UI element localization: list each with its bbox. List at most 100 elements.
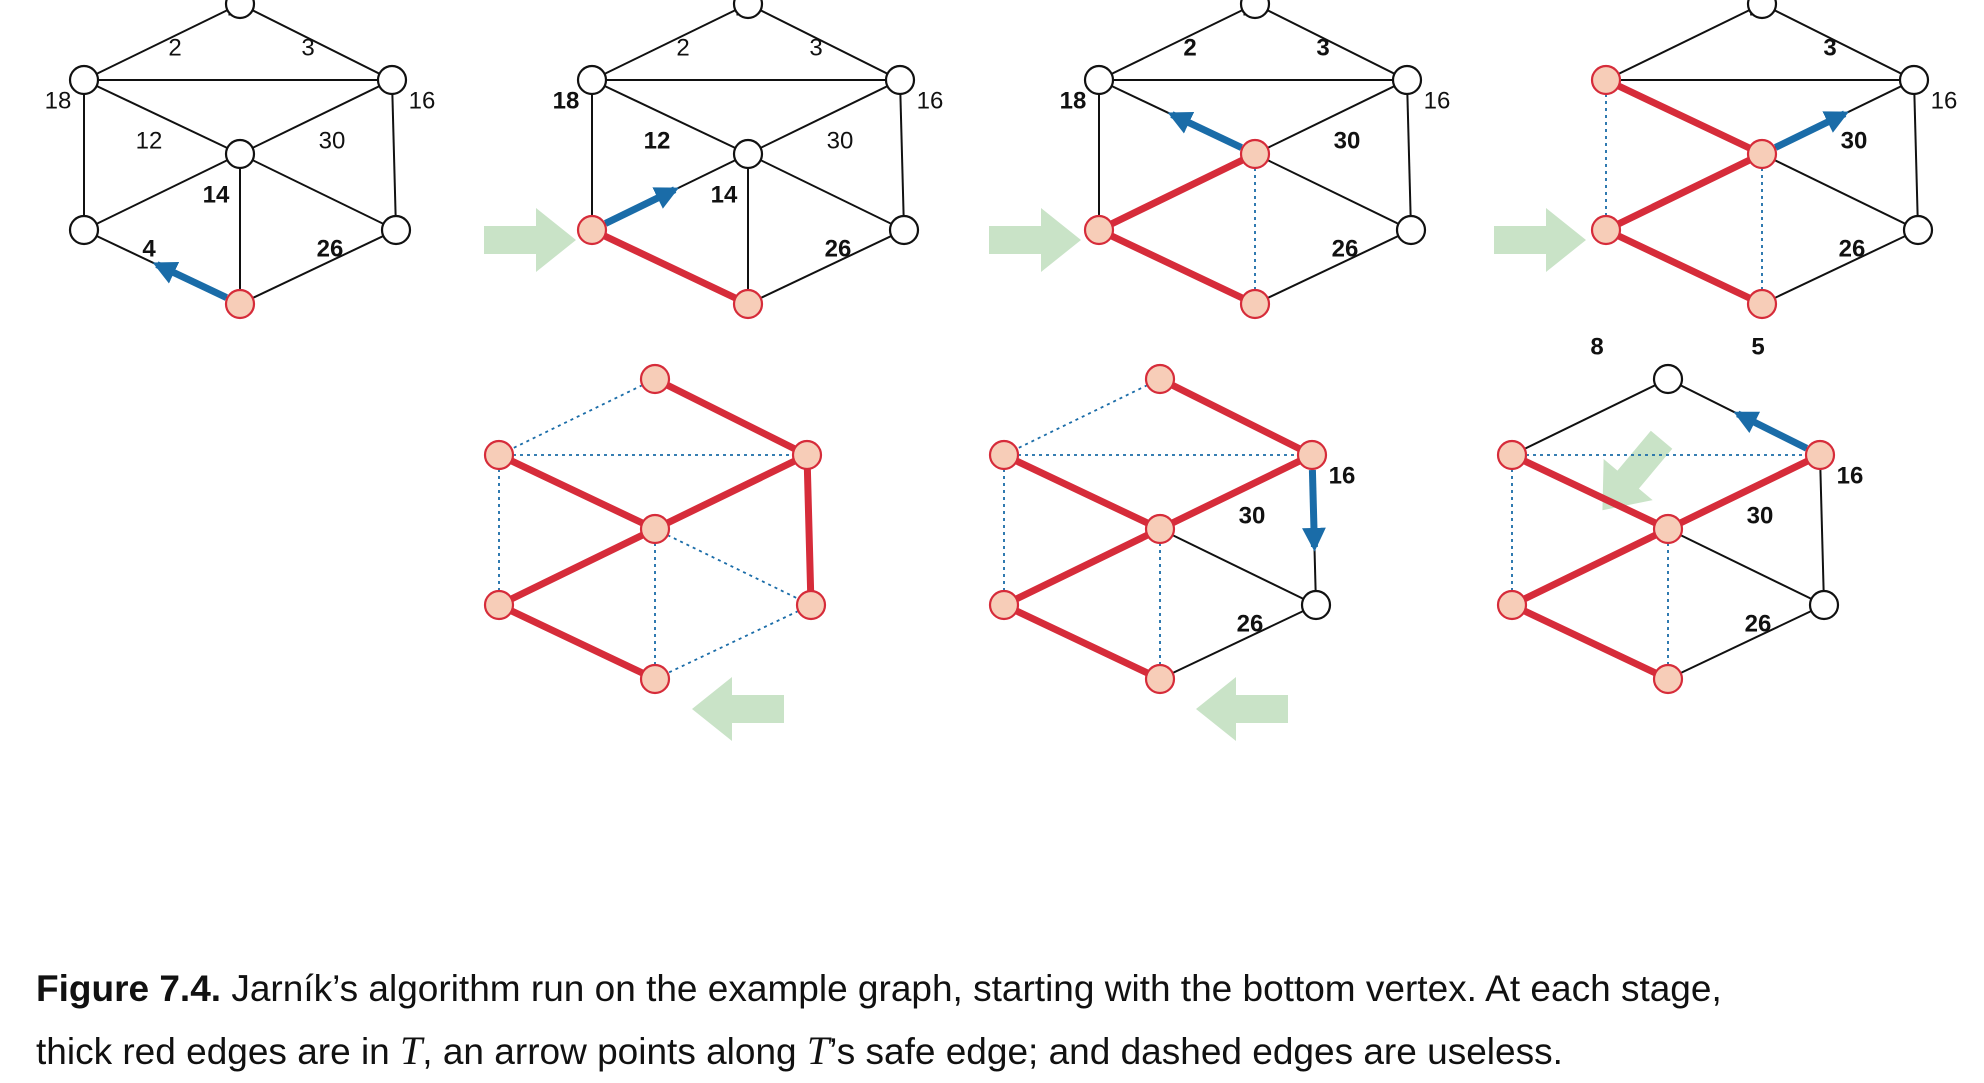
edge-ur-c (1254, 79, 1408, 155)
weight-label-ll-b: 4 (142, 235, 156, 262)
safe-edge-arrow (1167, 111, 1243, 151)
tree-edge-ul-c (1508, 451, 1672, 533)
weight-label-c-lr: 30 (1334, 127, 1361, 154)
tree-vertex-bottom (639, 663, 671, 695)
edge-c-lr (1761, 153, 1919, 231)
tree-edge-ll-b (588, 226, 752, 308)
weight-label-ur-c: 3 (809, 34, 822, 61)
edge-ul-c (83, 79, 241, 155)
tree-vertex-upper-right (1804, 439, 1836, 471)
edge-ur-lr (1819, 454, 1825, 606)
safe-edge-arrow (603, 186, 679, 227)
vertex-top (224, 0, 256, 20)
vertex-lower-right (1300, 589, 1332, 621)
caption-text-2: thick red edges are in (36, 1031, 401, 1072)
caption-line-1: Figure 7.4. Jarník’s algorithm run on th… (36, 958, 1966, 1020)
caption-line-2: thick red edges are in T, an arrow point… (36, 1020, 1966, 1083)
weight-label-lr-b: 26 (317, 235, 344, 262)
tree-edge-ur-c (1664, 451, 1824, 533)
weight-label-top-ur: 5 (1751, 333, 1764, 360)
vertex-upper-left (576, 64, 608, 96)
weight-label-lr-b: 26 (1237, 610, 1264, 637)
weight-label-ll-c: 12 (136, 127, 163, 154)
caption-symbol-t: T (806, 1028, 830, 1073)
edge-c-lr (239, 153, 397, 231)
stage-arrow-3 (1494, 208, 1586, 272)
tree-edge-ll-b (495, 601, 659, 683)
tree-vertex-bottom (1144, 663, 1176, 695)
tree-edge-ll-c (1095, 150, 1259, 234)
tree-edge-ul-c (495, 451, 659, 533)
vertex-upper-right (1898, 64, 1930, 96)
weight-label-ll-c: 12 (644, 127, 671, 154)
weight-label-ul-c: 2 (676, 34, 689, 61)
edge-lr-b (1667, 604, 1825, 680)
stage-arrow-6 (692, 677, 784, 741)
weight-label-ur-lr: 16 (1329, 462, 1356, 489)
tree-vertex-center (1144, 513, 1176, 545)
vertex-upper-left (68, 64, 100, 96)
useless-edge-top-ul (1003, 378, 1161, 456)
edge-top-ur (1254, 3, 1408, 81)
edge-top-ul (1511, 378, 1669, 456)
useless-edge-c-lr (654, 528, 812, 606)
weight-label-ul-ll: 18 (1060, 87, 1087, 114)
vertex-lower-right (380, 214, 412, 246)
vertex-lower-right (1902, 214, 1934, 246)
edge-lr-b (239, 229, 397, 305)
tree-vertex-upper-left (1496, 439, 1528, 471)
tree-vertex-top (1144, 363, 1176, 395)
tree-edge-ll-c (1000, 525, 1164, 609)
caption-text-1: Jarník’s algorithm run on the example gr… (221, 968, 1722, 1009)
edge-lr-b (1761, 229, 1919, 305)
vertex-lower-right (1395, 214, 1427, 246)
tree-vertex-lower-left (988, 589, 1020, 621)
edge-c-lr (1159, 528, 1317, 606)
stage-panel-5: 8 5 16 30 26 (1496, 333, 1864, 695)
weight-label-top-ul: 8 (1590, 333, 1603, 360)
stage-panel-7 (483, 363, 827, 695)
weight-label-ul-ll: 18 (553, 87, 580, 114)
weight-label-ur-lr: 16 (409, 87, 436, 114)
tree-edge-top-ur (651, 375, 811, 459)
tree-vertex-upper-left (1590, 64, 1622, 96)
weight-label-ul-ll: 18 (45, 87, 72, 114)
vertex-lower-right (1808, 589, 1840, 621)
tree-vertex-center (639, 513, 671, 545)
tree-edge-ll-c (495, 525, 659, 609)
tree-edge-ul-c (1000, 451, 1164, 533)
tree-edge-ur-c (651, 451, 811, 533)
caption-symbol-t: T (400, 1028, 423, 1073)
stage-arrow-2 (989, 208, 1081, 272)
tree-vertex-lower-left (576, 214, 608, 246)
tree-vertex-lower-left (1590, 214, 1622, 246)
edge-lr-b (1159, 604, 1317, 680)
tree-edge-ll-b (1602, 226, 1766, 308)
safe-edge-arrow (1733, 410, 1809, 452)
tree-edge-ur-c (1156, 451, 1316, 533)
tree-vertex-lower-right (795, 589, 827, 621)
tree-vertex-upper-right (791, 439, 823, 471)
safe-edge-arrow (1302, 469, 1326, 552)
edge-ur-lr (1913, 79, 1919, 231)
tree-vertex-top (639, 363, 671, 395)
vertex-top (1652, 363, 1684, 395)
useless-edge-top-ul (498, 378, 656, 456)
weight-label-lr-b: 26 (1745, 610, 1772, 637)
edge-top-ul (591, 3, 749, 81)
tree-edge-ur-lr (803, 451, 815, 609)
tree-vertex-upper-left (988, 439, 1020, 471)
edge-ll-c (83, 153, 241, 231)
tree-edge-ll-b (1000, 601, 1164, 683)
weight-label-ul-c: 2 (1183, 34, 1196, 61)
edge-lr-b (747, 229, 905, 305)
weight-label-ur-lr: 16 (1837, 462, 1864, 489)
weight-label-c-lr: 30 (1747, 502, 1774, 529)
weight-label-lr-b: 26 (1332, 235, 1359, 262)
tree-vertex-bottom (224, 288, 256, 320)
weight-label-c-lr: 30 (1239, 502, 1266, 529)
tree-vertex-lower-left (1083, 214, 1115, 246)
tree-edge-ul-c (1602, 76, 1766, 158)
weight-label-ur-c: 3 (1316, 34, 1329, 61)
vertex-lower-left (68, 214, 100, 246)
